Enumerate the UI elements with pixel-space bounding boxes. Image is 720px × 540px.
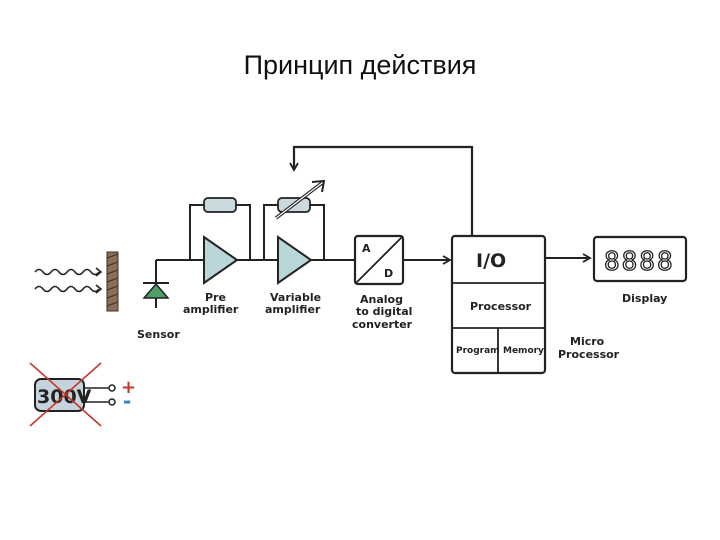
adc-a-label: A [362, 242, 371, 255]
signal-wave-bottom [34, 285, 100, 293]
cross-out-line-2 [29, 362, 102, 427]
battery-label: 300V [37, 386, 92, 408]
sensor-label: Sensor [137, 328, 180, 341]
signal-wave-top [34, 268, 100, 276]
adc-label-3: converter [352, 318, 413, 331]
display-digits: 8888 [604, 247, 675, 277]
program-label: Program [456, 346, 500, 356]
display-label: Display [622, 292, 667, 305]
micro-label-2: Processor [558, 348, 620, 361]
pre-amp-label-2: amplifier [183, 303, 239, 316]
signal-wave-top-arrow [95, 267, 103, 277]
pre-amplifier-icon [203, 235, 239, 285]
var-amp-label-2: amplifier [265, 303, 321, 316]
adc-d-label: D [384, 267, 393, 280]
battery-block [34, 378, 85, 412]
processor-label: Processor [470, 300, 532, 313]
adc-label-2: to digital [356, 305, 412, 318]
variable-amplifier-icon [277, 235, 313, 285]
memory-label: Memory [503, 346, 544, 356]
minus-sign: - [123, 389, 131, 413]
adc-label-1: Analog [360, 293, 403, 306]
sensor-diode-icon [142, 282, 170, 299]
micro-label-1: Micro [570, 335, 605, 348]
signal-wave-bottom-arrow [95, 284, 103, 294]
var-amp-label-1: Variable [270, 291, 321, 304]
io-label: I/O [476, 250, 506, 272]
pre-amp-label-1: Pre [205, 291, 226, 304]
plus-sign: + [121, 377, 136, 398]
page-title: Принцип действия [243, 50, 477, 80]
display-block [592, 235, 688, 283]
pre-amp-feedback-resistor [203, 197, 237, 213]
